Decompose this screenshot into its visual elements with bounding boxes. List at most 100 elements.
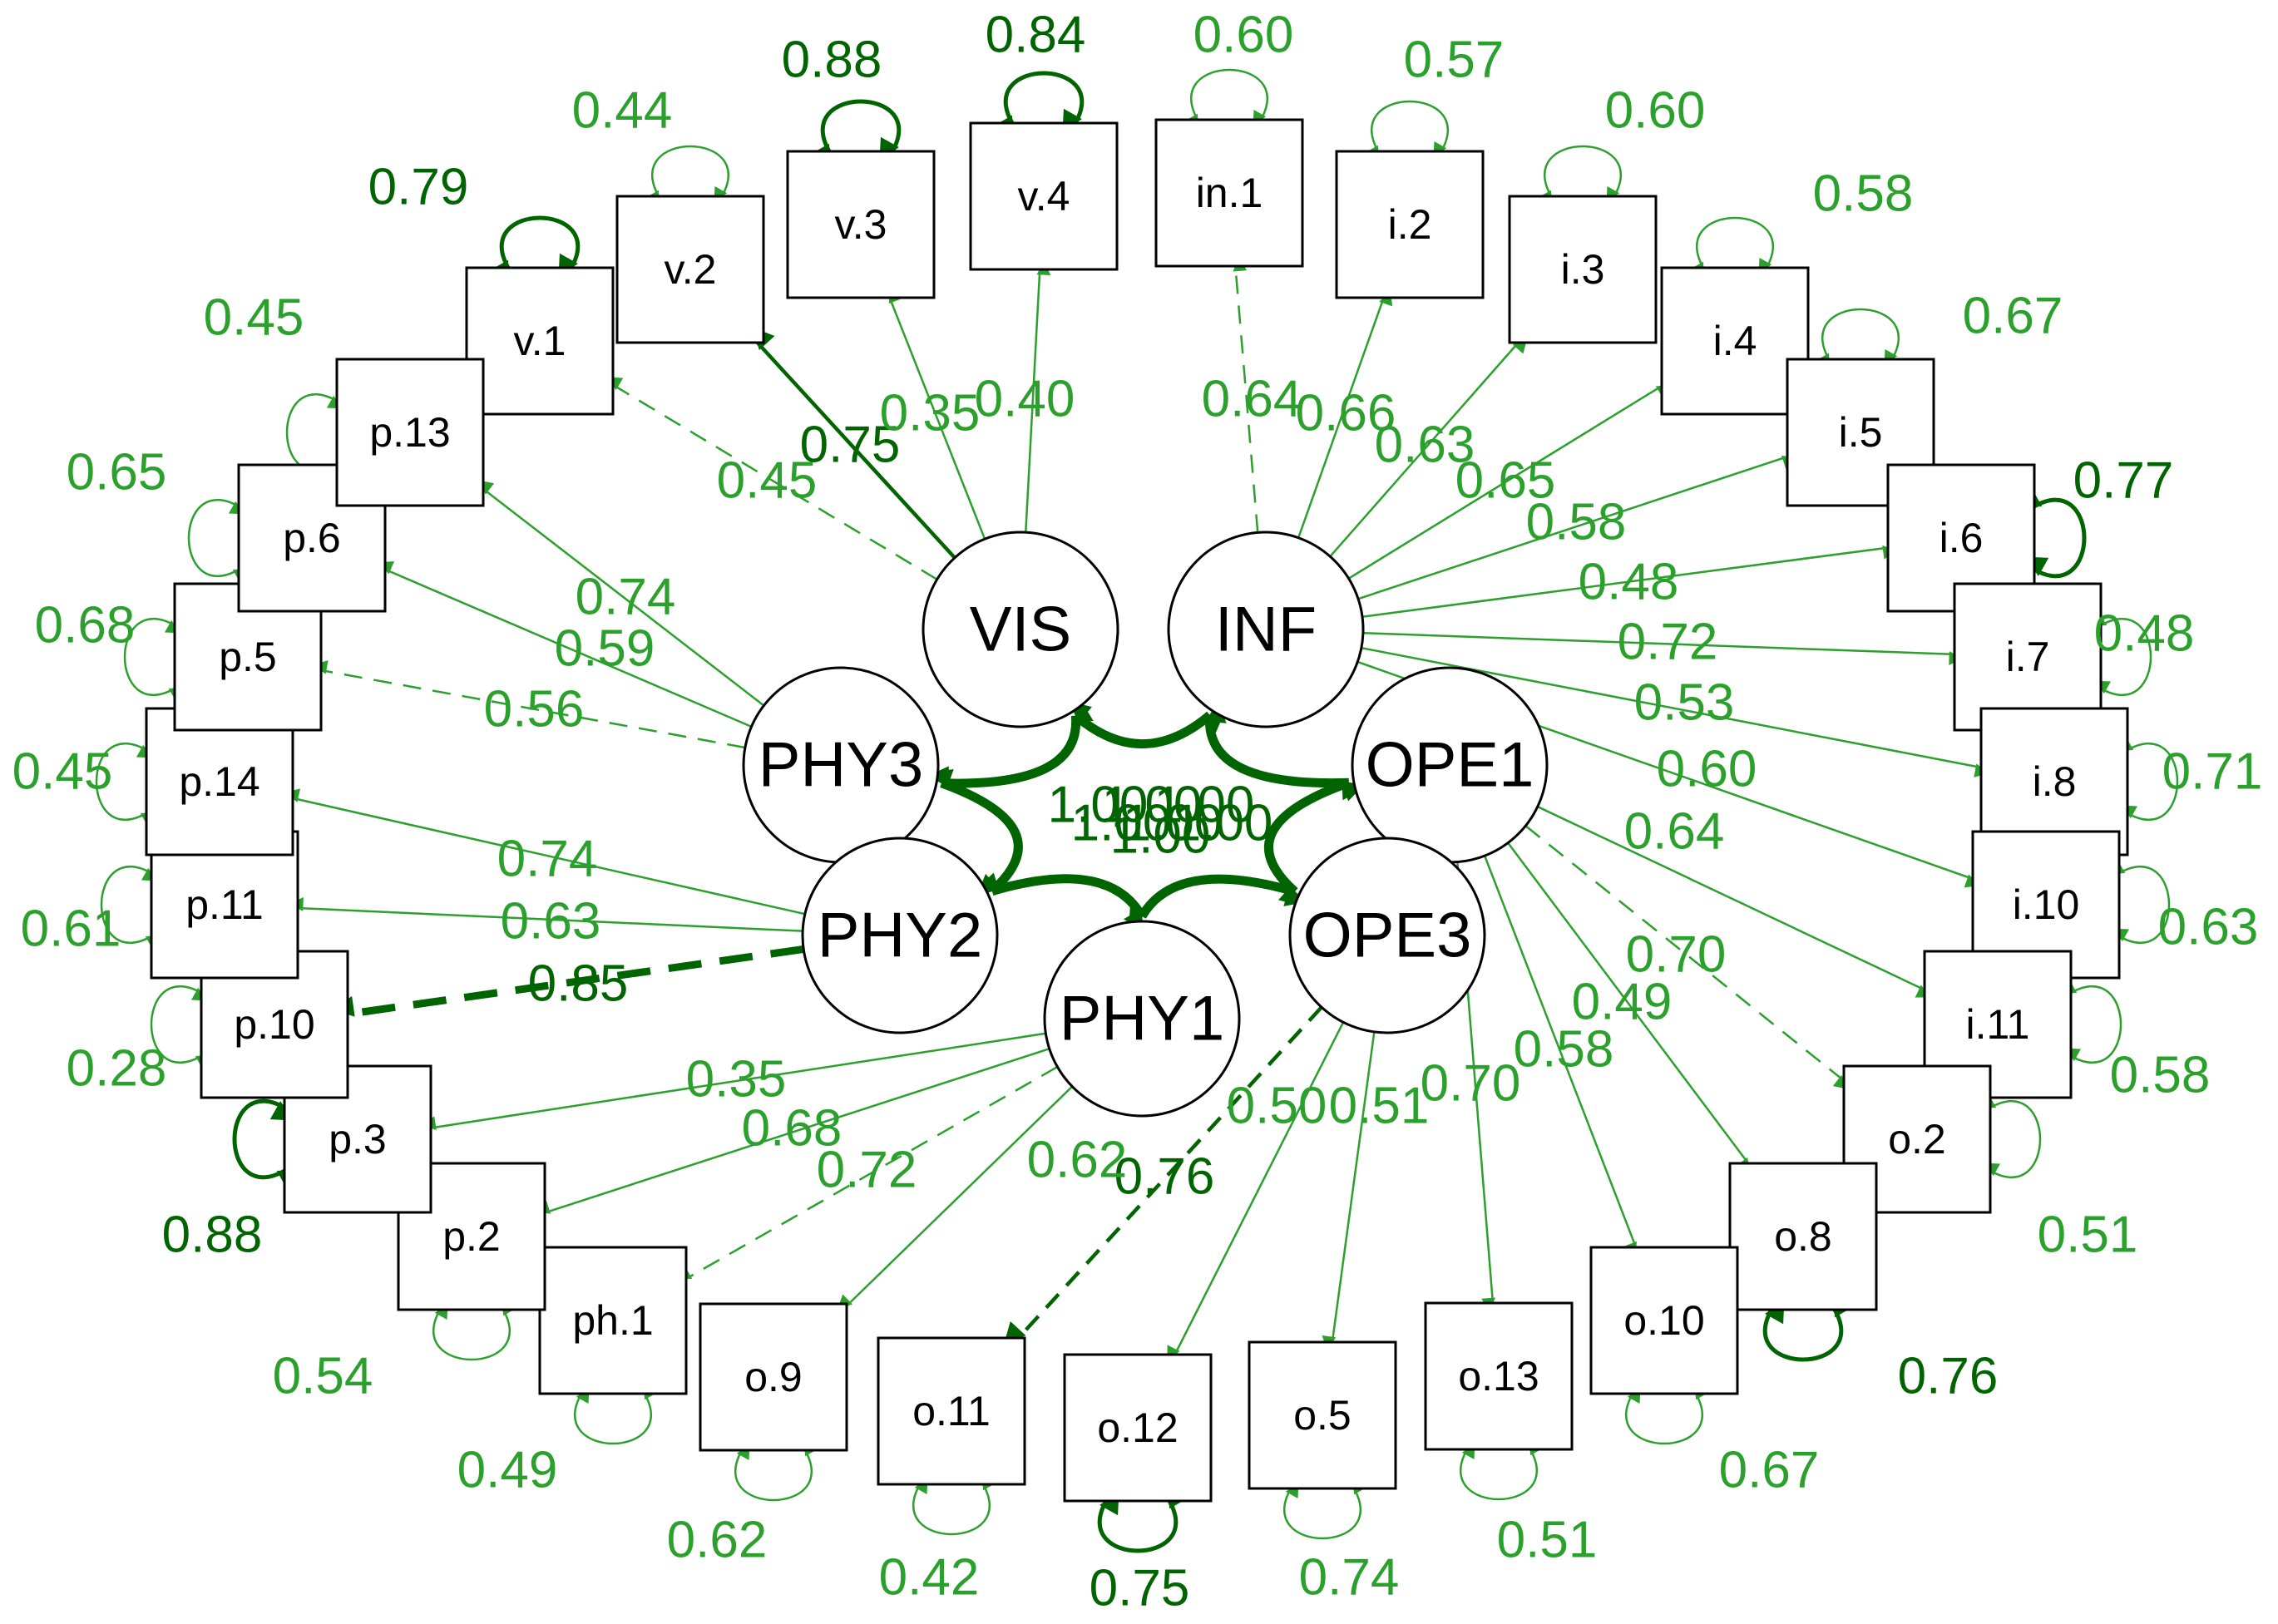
loading-path-p.13 [478, 480, 765, 707]
loading-path-p.14 [284, 788, 806, 916]
observed-box [1424, 1301, 1574, 1451]
loading-label-v.2: 0.75 [800, 417, 901, 474]
observed-label: i.7 [2006, 634, 2050, 680]
loading-label-o.8: 0.49 [1572, 974, 1673, 1031]
observed-label: in.1 [1196, 170, 1263, 216]
latent-circle [922, 531, 1119, 728]
covariance-label-OPE1-OPE3: 1.00 [1123, 795, 1223, 852]
loading-path-ph.1 [676, 1065, 1059, 1280]
residual-label-p.3: 0.88 [162, 1207, 263, 1264]
latent-label: OPE3 [1303, 901, 1472, 971]
residual-variances [95, 68, 2179, 1553]
residual-loop-ph.1 [574, 1384, 657, 1445]
covariance-label-INF-OPE1: 1.00 [1154, 777, 1255, 834]
observed-box [335, 358, 485, 507]
loading-label-p.6: 0.59 [555, 620, 655, 678]
covariance-label-PHY3-PHY2: 1.00 [1071, 795, 1172, 852]
loading-path-o.8 [1507, 842, 1751, 1173]
residual-label-v.1: 0.79 [368, 159, 469, 216]
residual-label-o.11: 0.42 [879, 1549, 980, 1607]
residual-loop-v.1 [489, 215, 581, 284]
observed-box [465, 266, 615, 416]
loading-label-p.5: 0.56 [484, 681, 585, 738]
latent-label: PHY1 [1060, 984, 1225, 1054]
observed-box [1728, 1162, 1878, 1311]
loading-label-i.3: 0.63 [1375, 417, 1475, 474]
residual-label-o.10: 0.67 [1719, 1442, 1820, 1499]
latent-node-INF: INF [1167, 531, 1365, 728]
residual-label-p.6: 0.65 [67, 444, 167, 501]
observed-box [1953, 582, 2103, 732]
residual-label-p.10: 0.28 [67, 1040, 167, 1098]
loading-path-v.2 [753, 327, 956, 560]
observed-label: o.8 [1774, 1213, 1832, 1260]
loading-path-p.10 [332, 945, 804, 1018]
observed-label: p.6 [283, 515, 341, 561]
loading-path-p.5 [313, 660, 746, 749]
residual-label-i.5: 0.67 [1963, 288, 2063, 345]
loading-label-p.11: 0.63 [501, 893, 601, 950]
residual-label-i.3: 0.60 [1605, 82, 1706, 140]
loading-label-in.1: 0.64 [1202, 371, 1302, 428]
observed-label: p.10 [234, 1001, 314, 1048]
observed-node-ph.1: ph.1 [538, 1246, 688, 1395]
residual-loop-i.3 [1539, 145, 1622, 206]
covariance-label-PHY2-PHY1: 1.00 [1173, 795, 1273, 852]
residual-label-p.14: 0.45 [12, 743, 113, 801]
observed-node-i.2: i.2 [1335, 150, 1485, 299]
observed-label: v.3 [835, 201, 887, 248]
observed-label: o.9 [744, 1354, 803, 1400]
observed-node-o.11: o.11 [877, 1336, 1026, 1486]
loading-label-i.5: 0.58 [1526, 494, 1627, 551]
residual-label-o.5: 0.74 [1299, 1549, 1400, 1607]
residual-loop-o.10 [1625, 1384, 1708, 1445]
observed-node-i.11: i.11 [1923, 950, 2073, 1099]
loading-label-i.11: 0.64 [1624, 803, 1725, 861]
observed-box [1660, 266, 1810, 416]
residual-label-in.1: 0.60 [1193, 7, 1294, 64]
observed-label: o.5 [1293, 1392, 1351, 1439]
observed-node-v.1: v.1 [465, 266, 615, 416]
observed-label: i.6 [1940, 515, 1984, 561]
observed-node-o.8: o.8 [1728, 1162, 1878, 1311]
loading-path-i.2 [1297, 290, 1393, 539]
loading-path-v.4 [1025, 260, 1051, 533]
observed-box [1063, 1353, 1213, 1503]
residual-label-p.2: 0.54 [273, 1348, 373, 1405]
observed-node-i.10: i.10 [1971, 830, 2121, 980]
observed-label: i.4 [1713, 318, 1757, 364]
latent-node-OPE1: OPE1 [1351, 666, 1549, 864]
residual-loop-i.6 [2019, 487, 2087, 579]
observed-label: o.2 [1888, 1116, 1946, 1162]
observed-node-v.2: v.2 [615, 195, 765, 344]
residual-loop-i.7 [2091, 613, 2152, 696]
latent-node-VIS: VIS [922, 531, 1119, 728]
residual-label-i.4: 0.58 [1813, 165, 1914, 223]
residual-loop-p.6 [187, 499, 249, 582]
observed-box [786, 150, 936, 299]
loading-path-i.5 [1357, 455, 1797, 600]
observed-label: p.11 [185, 881, 264, 928]
latent-node-PHY3: PHY3 [742, 666, 940, 864]
latent-label: PHY3 [759, 730, 924, 801]
residual-label-p.5: 0.68 [35, 597, 136, 654]
loading-label-p.13: 0.74 [576, 569, 676, 626]
observed-label: p.14 [179, 758, 259, 805]
observed-label: i.10 [2013, 881, 2080, 928]
latent-circle [1288, 837, 1486, 1034]
observed-label: v.2 [665, 246, 717, 293]
loading-label-i.7: 0.72 [1618, 614, 1718, 671]
observed-box [969, 121, 1119, 271]
loading-path-o.9 [838, 1085, 1074, 1310]
residual-label-o.9: 0.62 [667, 1512, 768, 1569]
loading-label-i.8: 0.53 [1634, 674, 1735, 732]
residual-label-v.2: 0.44 [572, 82, 673, 140]
latent-label: VIS [970, 595, 1072, 665]
covariance-OPE3-PHY1 [1129, 874, 1307, 926]
residual-loop-p.5 [123, 618, 185, 701]
residual-loop-p.10 [150, 985, 211, 1069]
observed-label: o.12 [1097, 1404, 1178, 1451]
observed-label: i.3 [1561, 246, 1605, 293]
